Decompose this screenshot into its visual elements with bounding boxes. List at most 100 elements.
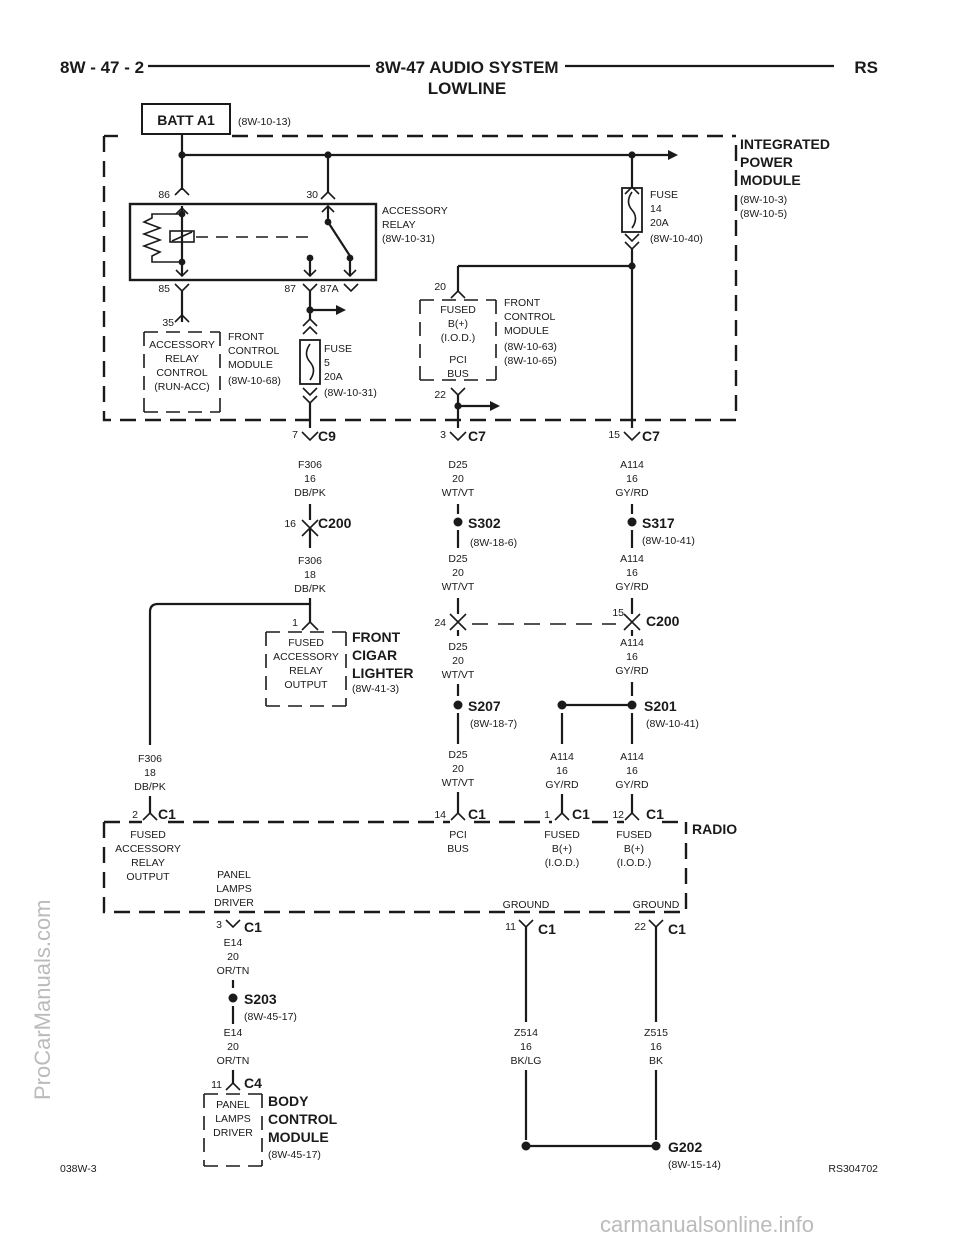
radio-ground-b: GROUND <box>633 899 680 911</box>
bcm-ref: (8W-45-17) <box>268 1149 321 1161</box>
radio-fb-a3: (I.O.D.) <box>545 857 579 869</box>
wire-z514-color: BK/LG <box>511 1055 542 1067</box>
watermark-bottom: carmanualsonline.info <box>600 1212 814 1237</box>
wire-a114c-gauge: 16 <box>626 651 638 663</box>
wire-d25c-gauge: 20 <box>452 655 464 667</box>
wire-a114e-gauge: 16 <box>626 765 638 777</box>
bcm-b3: DRIVER <box>213 1127 253 1139</box>
lighter-b1: FUSED <box>288 637 324 649</box>
wire-f306-16-color: DB/PK <box>294 487 326 499</box>
wire-a114e-color: GY/RD <box>615 779 649 791</box>
radio-pin-11: 11 <box>505 921 516 933</box>
section-code: RS <box>854 58 878 77</box>
fcm1-n3: MODULE <box>228 359 273 371</box>
c200b-name: C200 <box>646 613 680 629</box>
wire-a114c-id: A114 <box>620 637 644 649</box>
fcm2-ref1: (8W-10-63) <box>504 341 557 353</box>
wire-a114a-gauge: 16 <box>626 473 638 485</box>
wire-a114b-id: A114 <box>620 553 644 565</box>
radio-c1-a: C1 <box>158 806 176 822</box>
fcm1-b1: ACCESSORY <box>149 339 215 351</box>
c7b-name: C7 <box>642 428 660 444</box>
lighter-n2: CIGAR <box>352 647 397 663</box>
page-title: 8W-47 AUDIO SYSTEM <box>375 58 558 77</box>
fuse14-l1: FUSE <box>650 189 678 201</box>
c200b-pin15: 15 <box>612 607 624 619</box>
relay-ref: (8W-10-31) <box>382 233 435 245</box>
fcm2-n1: FRONT <box>504 297 541 309</box>
s201-name: S201 <box>644 698 677 714</box>
radio-fb-a1: FUSED <box>544 829 580 841</box>
radio-pl-2: LAMPS <box>216 883 252 895</box>
fcm-fused-b-pci: 20 FUSED B(+) (I.O.D.) PCI BUS FRONT CON… <box>419 264 632 428</box>
bcm-b2: LAMPS <box>215 1113 251 1125</box>
wire-a114c-color: GY/RD <box>615 665 649 677</box>
relay-name-1: ACCESSORY <box>382 205 448 217</box>
accessory-relay: 86 30 ACCESSORY RELAY (8W-10-31) 85 <box>128 186 448 300</box>
wire-d25d-color: WT/VT <box>442 777 475 789</box>
wire-d25b-id: D25 <box>448 553 467 565</box>
fcm2-b5: BUS <box>447 368 469 380</box>
wire-e14b-gauge: 20 <box>227 1041 239 1053</box>
wire-e14a-color: OR/TN <box>217 965 250 977</box>
wire-f306-16-gauge: 16 <box>304 473 316 485</box>
fcm2-pin22: 22 <box>434 389 446 401</box>
c200a-pin: 16 <box>284 518 296 530</box>
fcm1-pin: 35 <box>162 317 174 329</box>
circuit-e14: E14 20 OR/TN S203 (8W-45-17) E14 20 OR/T… <box>211 937 297 1091</box>
fcm1-ref: (8W-10-68) <box>228 375 281 387</box>
radio-f3: RELAY <box>131 857 165 869</box>
wire-d25b-gauge: 20 <box>452 567 464 579</box>
ipm-ref-1: (8W-10-3) <box>740 194 787 206</box>
wire-d25b-color: WT/VT <box>442 581 475 593</box>
radio-pin-12: 12 <box>612 809 624 821</box>
ipm-title-3: MODULE <box>740 172 801 188</box>
lighter-n1: FRONT <box>352 629 401 645</box>
radio-c1-c: C1 <box>572 806 590 822</box>
fcm1-b3: CONTROL <box>156 367 207 379</box>
relay-pin-87a: 87A <box>320 283 339 295</box>
circuit-d25: D25 20 WT/VT S302 (8W-18-6) D25 20 WT/VT… <box>434 459 616 821</box>
wire-e14a-gauge: 20 <box>227 951 239 963</box>
fcm1-n2: CONTROL <box>228 345 279 357</box>
front-cigar-lighter: FUSED ACCESSORY RELAY OUTPUT FRONT CIGAR… <box>265 629 413 707</box>
radio-pin-14: 14 <box>434 809 446 821</box>
wire-a114d-gauge: 16 <box>556 765 568 777</box>
radio-c1-d: C1 <box>646 806 664 822</box>
c200b-pin24: 24 <box>434 617 446 629</box>
batt-ref: (8W-10-13) <box>238 116 291 128</box>
ipm-title-2: POWER <box>740 154 793 170</box>
fcm2-b2: B(+) <box>448 318 468 330</box>
radio-f1: FUSED <box>130 829 166 841</box>
bcm-conn: C4 <box>244 1075 262 1091</box>
c9-name: C9 <box>318 428 336 444</box>
s201-ref: (8W-10-41) <box>646 718 699 730</box>
wire-a114e-id: A114 <box>620 751 644 763</box>
radio-pin-2: 2 <box>132 809 138 821</box>
page-number: 8W - 47 - 2 <box>60 58 144 77</box>
circuit-ground: Z514 16 BK/LG Z515 16 BK G202 (8W-15-14) <box>511 927 721 1171</box>
wire-z514-id: Z514 <box>514 1027 538 1039</box>
s203-name: S203 <box>244 991 277 1007</box>
wire-e14b-id: E14 <box>224 1027 243 1039</box>
c7a-name: C7 <box>468 428 486 444</box>
wire-e14a-id: E14 <box>224 937 243 949</box>
footer-right: RS304702 <box>828 1163 878 1175</box>
fcm2-n2: CONTROL <box>504 311 555 323</box>
footer: 038W-3 RS304702 <box>60 1163 878 1175</box>
radio-pin-22: 22 <box>634 921 646 933</box>
ipm-bus <box>178 150 678 192</box>
radio-fb-b3: (I.O.D.) <box>617 857 651 869</box>
c200a-name: C200 <box>318 515 352 531</box>
fcm-accessory-relay-control: 35 ACCESSORY RELAY CONTROL (RUN-ACC) FRO… <box>143 300 281 413</box>
wire-f306-16-id: F306 <box>298 459 322 471</box>
fuse5-l2: 5 <box>324 357 330 369</box>
fcm2-b3: (I.O.D.) <box>441 332 475 344</box>
radio-fb-b2: B(+) <box>624 843 644 855</box>
fuse14-ref: (8W-10-40) <box>650 233 703 245</box>
ipm-title-1: INTEGRATED <box>740 136 830 152</box>
s302-ref: (8W-18-6) <box>470 537 517 549</box>
s207-name: S207 <box>468 698 501 714</box>
fcm2-pin20: 20 <box>434 281 446 293</box>
